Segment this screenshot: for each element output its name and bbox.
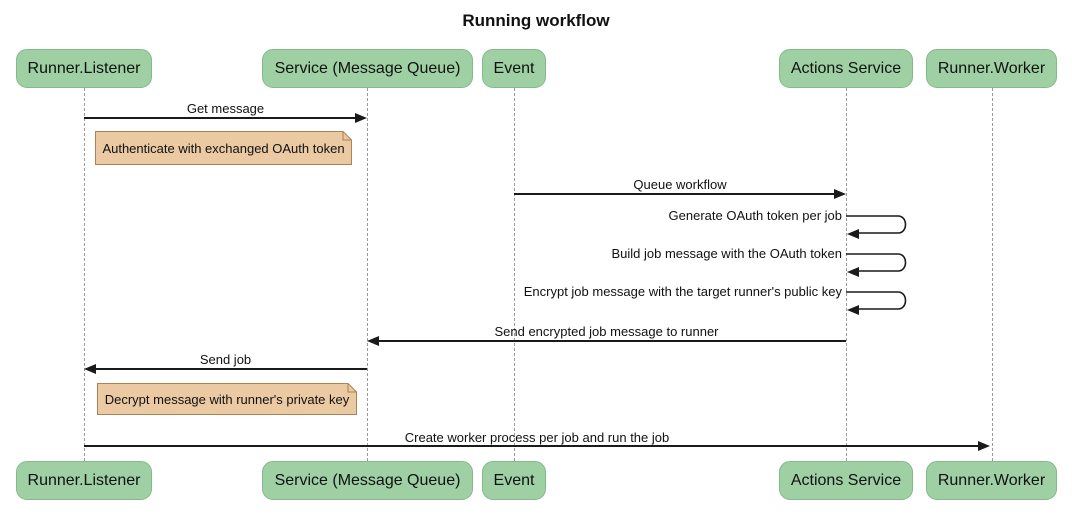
- message-label: Queue workflow: [633, 177, 727, 192]
- lifeline-actions-service: [846, 88, 847, 461]
- note-shape: [97, 383, 357, 415]
- lifeline-event: [514, 88, 515, 461]
- actor-bottom-event: Event: [482, 461, 546, 500]
- lifeline-runner-worker: [992, 88, 993, 461]
- arrowhead-right-icon: [355, 113, 367, 123]
- arrowhead-left-icon: [84, 364, 96, 374]
- actor-top-event: Event: [482, 49, 546, 88]
- self-loop-icon: [846, 291, 907, 310]
- actor-bottom-service-mq: Service (Message Queue): [262, 461, 473, 500]
- note-label: Decrypt message with runner's private ke…: [104, 391, 350, 407]
- arrowhead-left-icon: [367, 336, 379, 346]
- arrowhead-left-icon: [847, 305, 859, 315]
- message-line: [96, 368, 367, 370]
- message-label: Build job message with the OAuth token: [611, 246, 842, 261]
- arrowhead-right-icon: [834, 189, 846, 199]
- self-loop-icon: [846, 215, 907, 234]
- actor-top-runner-worker: Runner.Worker: [926, 49, 1057, 88]
- arrowhead-right-icon: [978, 441, 990, 451]
- note-authenticate: Authenticate with exchanged OAuth token: [95, 131, 352, 165]
- message-label: Create worker process per job and run th…: [404, 430, 670, 445]
- note-label: Authenticate with exchanged OAuth token: [102, 140, 345, 156]
- message-line: [84, 117, 356, 119]
- message-line: [514, 193, 835, 195]
- arrowhead-left-icon: [847, 229, 859, 239]
- message-line: [84, 445, 979, 447]
- actor-bottom-runner-listener: Runner.Listener: [16, 461, 152, 500]
- message-label: Get message: [186, 101, 265, 116]
- diagram-title: Running workflow: [462, 11, 610, 30]
- lifeline-service-mq: [367, 88, 368, 461]
- note-shape: [95, 131, 352, 165]
- lifeline-runner-listener: [84, 88, 85, 461]
- self-loop-icon: [846, 253, 907, 272]
- message-label: Send job: [199, 352, 252, 367]
- note-decrypt: Decrypt message with runner's private ke…: [97, 383, 357, 415]
- actor-top-actions-service: Actions Service: [779, 49, 913, 88]
- actor-top-runner-listener: Runner.Listener: [16, 49, 152, 88]
- message-label: Generate OAuth token per job: [668, 208, 842, 223]
- message-label: Encrypt job message with the target runn…: [523, 284, 842, 299]
- actor-bottom-actions-service: Actions Service: [779, 461, 913, 500]
- actor-bottom-runner-worker: Runner.Worker: [926, 461, 1057, 500]
- arrowhead-left-icon: [847, 267, 859, 277]
- actor-top-service-mq: Service (Message Queue): [262, 49, 473, 88]
- message-line: [379, 340, 846, 342]
- message-label: Send encrypted job message to runner: [494, 324, 719, 339]
